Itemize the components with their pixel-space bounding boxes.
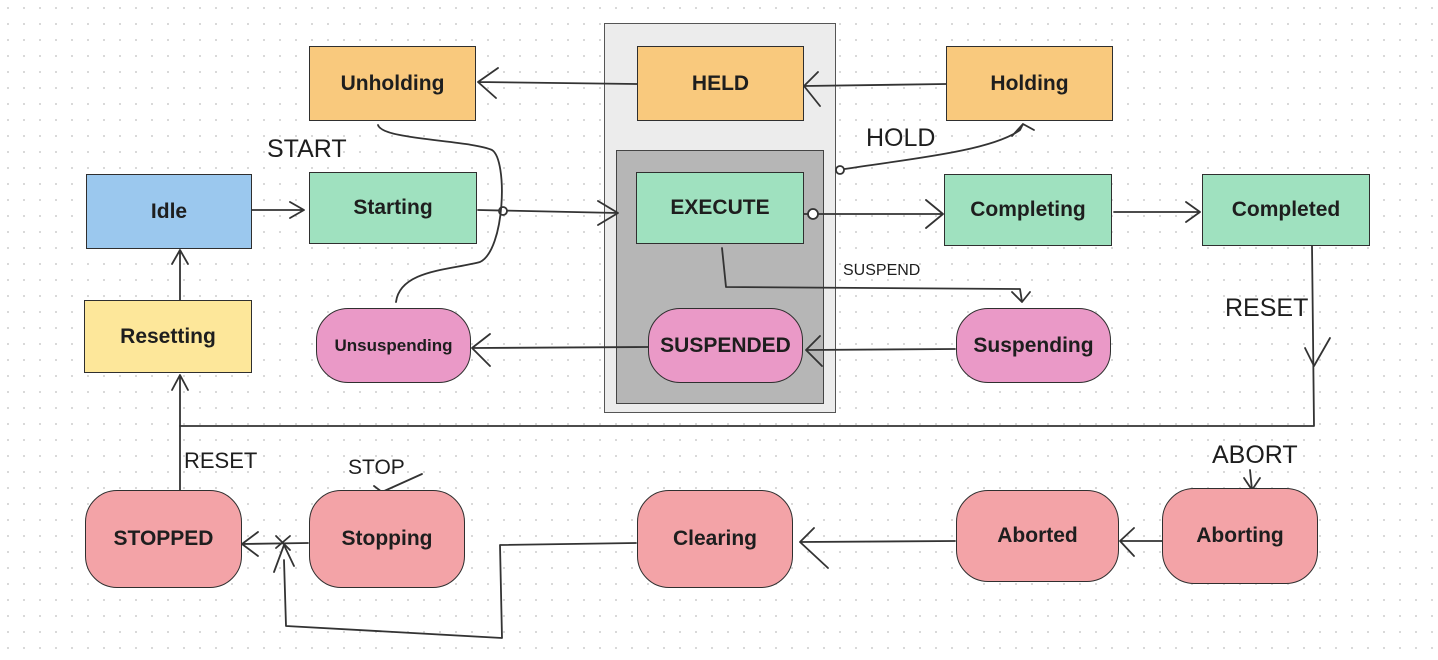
execute-connector-dot	[807, 208, 819, 220]
state-resetting[interactable]: Resetting	[84, 300, 252, 373]
arrow-idle-to-starting	[251, 201, 305, 219]
arrow-suspended-to-unsuspending	[471, 333, 649, 367]
state-starting[interactable]: Starting	[309, 172, 477, 244]
label-reset-completed: RESET	[1225, 294, 1309, 322]
label-reset-stopped: RESET	[184, 448, 258, 473]
state-suspending[interactable]: Suspending	[956, 308, 1111, 383]
state-completing[interactable]: Completing	[944, 174, 1112, 246]
state-stopping[interactable]: Stopping	[309, 490, 465, 588]
arrow-execute-to-completing	[803, 199, 944, 229]
state-stopped[interactable]: STOPPED	[85, 490, 242, 588]
state-suspended[interactable]: SUSPENDED	[648, 308, 803, 383]
arrow-completing-to-completed	[1113, 201, 1201, 223]
state-clearing[interactable]: Clearing	[637, 490, 793, 588]
arrow-resetting-to-idle	[171, 249, 189, 301]
reset-tick-mark	[1304, 337, 1331, 367]
state-held[interactable]: HELD	[637, 46, 804, 121]
state-unholding[interactable]: Unholding	[309, 46, 476, 121]
stop-cross-mark	[275, 535, 291, 551]
arrow-aborted-to-clearing	[799, 527, 956, 569]
arrow-execute-to-holding	[837, 123, 1035, 171]
arrow-holding-to-held	[803, 71, 947, 107]
state-aborted[interactable]: Aborted	[956, 490, 1119, 582]
arrow-aborting-to-aborted	[1119, 527, 1163, 557]
label-suspend: SUSPEND	[843, 262, 921, 279]
hold-connector-dot	[835, 165, 845, 175]
label-hold: HOLD	[866, 124, 936, 152]
state-holding[interactable]: Holding	[946, 46, 1113, 121]
arrow-execute-to-suspending	[721, 247, 1031, 303]
state-completed[interactable]: Completed	[1202, 174, 1370, 246]
label-stop: STOP	[348, 456, 405, 479]
label-start: START	[267, 135, 347, 163]
label-abort: ABORT	[1212, 441, 1298, 469]
arrow-suspending-to-suspended	[805, 335, 956, 367]
state-idle[interactable]: Idle	[86, 174, 252, 249]
arrow-held-to-unholding	[477, 67, 638, 99]
arrow-abort-to-aborting	[1243, 469, 1261, 491]
arrow-stopping-to-stopped	[241, 531, 309, 557]
arrow-completed-to-resetting	[171, 244, 1315, 427]
line-unholding-unsuspending	[377, 124, 503, 303]
state-unsuspending[interactable]: Unsuspending	[316, 308, 471, 383]
state-execute[interactable]: EXECUTE	[636, 172, 804, 244]
state-aborting[interactable]: Aborting	[1162, 488, 1318, 584]
